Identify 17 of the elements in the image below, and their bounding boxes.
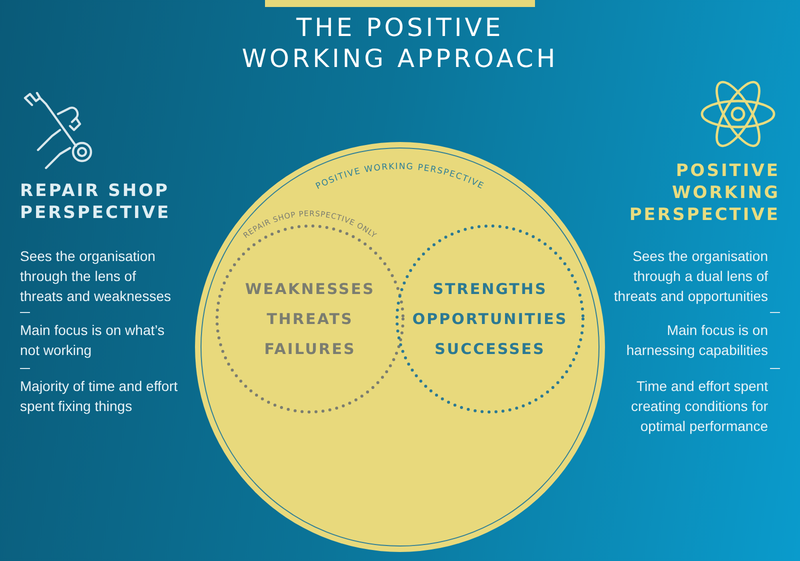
dotted-circle: [395, 224, 585, 414]
circle-word: FAILURES: [263, 339, 357, 360]
section-heading: POSITIVE WORKING PERSPECTIVE: [628, 160, 780, 226]
description-text: Majority of time and effort spent fixing things: [20, 377, 178, 416]
description-text: Main focus is on harnessing capabilities: [625, 321, 768, 360]
circle-word: STRENGTHS: [432, 279, 548, 300]
description-text: Sees the organisation through the lens of threats and weaknesses: [20, 247, 172, 306]
title: THE POSITIVE WORKING APPROACH: [240, 12, 560, 74]
description-text: Time and effort spent creating conditions for optimal performance: [630, 377, 768, 436]
description-text: Sees the organisation through a dual lens of threats and opportunities: [612, 247, 768, 306]
section-heading: REPAIR SHOP PERSPECTIVE: [20, 180, 172, 224]
circle-word: THREATS: [266, 309, 354, 330]
description-text: Main focus is on what’s not working: [20, 321, 166, 360]
circle-word: SUCCESSES: [434, 339, 546, 360]
circle-word: WEAKNESSES: [244, 279, 376, 300]
circle-word: OPPORTUNITIES: [411, 309, 569, 330]
outer-circle: [195, 142, 605, 552]
